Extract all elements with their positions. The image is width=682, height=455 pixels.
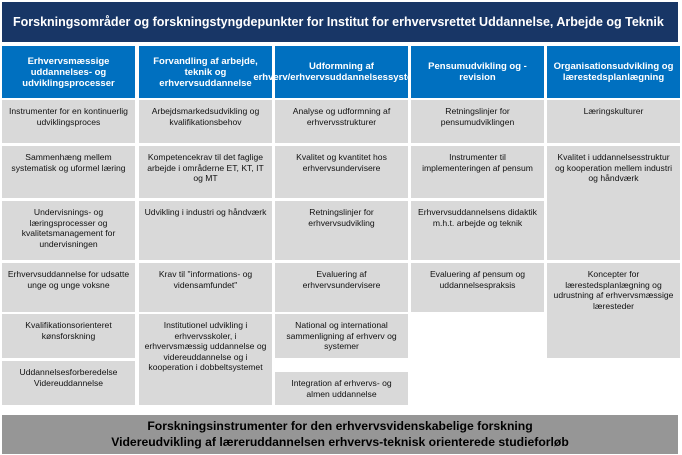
topic-box: Evaluering af erhvervsundervisere	[275, 263, 408, 312]
topic-box: Koncepter for lærestedsplanlægning og ud…	[547, 263, 680, 358]
topic-box: Retningslinjer for erhvervsudvikling	[275, 201, 408, 260]
column-3: Udformning af erhverv/erhvervsuddannelse…	[253, 46, 430, 405]
topic-box: Udvikling i industri og håndværk	[139, 201, 272, 260]
topic-box: Sammenhæng mellem systematisk og uformel…	[2, 146, 135, 198]
topic-box: Kompetencekrav til det faglige arbejde i…	[139, 146, 272, 198]
topic-box: Undervisnings- og læringsprocesser og kv…	[2, 201, 135, 260]
column-heading: Forvandling af arbejde, teknik og erhver…	[139, 46, 272, 98]
column-2: Forvandling af arbejde, teknik og erhver…	[139, 46, 272, 405]
column-heading: Erhvervsmæssige uddannelses- og udviklin…	[2, 46, 135, 98]
topic-box: Krav til "informations- og vidensamfunde…	[139, 263, 272, 312]
column-4: Pensumudvikling og -revision Retningslin…	[411, 46, 544, 312]
topic-box: Integration af erhvervs- og almen uddann…	[275, 372, 408, 405]
topic-box: Instrumenter for en kontinuerlig udvikli…	[2, 100, 135, 143]
topic-box: Uddannelsesforberedelse Videreuddannelse	[2, 361, 135, 405]
column-5: Organisationsudvikling og lærestedsplanl…	[547, 46, 680, 358]
topic-box: Institutionel udvikling i erhvervsskoler…	[139, 314, 272, 405]
topic-box: Arbejdsmarkedsudvikling og kvalifikation…	[139, 100, 272, 143]
topic-box: Kvalifikationsorienteret kønsforskning	[2, 314, 135, 358]
research-instruments-banner: Forskningsinstrumenter for den erhvervsv…	[2, 415, 678, 454]
column-1: Erhvervsmæssige uddannelses- og udviklin…	[2, 46, 135, 405]
column-heading: Udformning af erhverv/erhvervsuddannelse…	[253, 46, 430, 98]
topic-box: Erhvervsuddannelse for udsatte unge og u…	[2, 263, 135, 312]
topic-box: National og international sammenligning …	[275, 314, 408, 358]
topic-box: Analyse og udformning af erhvervsstruktu…	[275, 100, 408, 143]
topic-box: Evaluering af pensum og uddannelsespraks…	[411, 263, 544, 312]
topic-box: Læringskulturer	[547, 100, 680, 143]
topic-box: Retningslinjer for pensumudviklingen	[411, 100, 544, 143]
diagram-title: Forskningsområder og forskningstyngdepun…	[2, 2, 678, 42]
topic-box: Erhvervsuddannelsens didaktik m.h.t. arb…	[411, 201, 544, 260]
topic-box: Kvalitet og kvantitet hos erhvervsunderv…	[275, 146, 408, 198]
topic-box: Kvalitet i uddannelsesstruktur og kooper…	[547, 146, 680, 260]
banner-line-2: Videreudvikling af læreruddannelsen erhv…	[111, 435, 569, 449]
column-heading: Organisationsudvikling og lærestedsplanl…	[547, 46, 680, 98]
banner-line-1: Forskningsinstrumenter for den erhvervsv…	[147, 419, 533, 433]
column-heading: Pensumudvikling og -revision	[411, 46, 544, 98]
topic-box: Instrumenter til implementeringen af pen…	[411, 146, 544, 198]
